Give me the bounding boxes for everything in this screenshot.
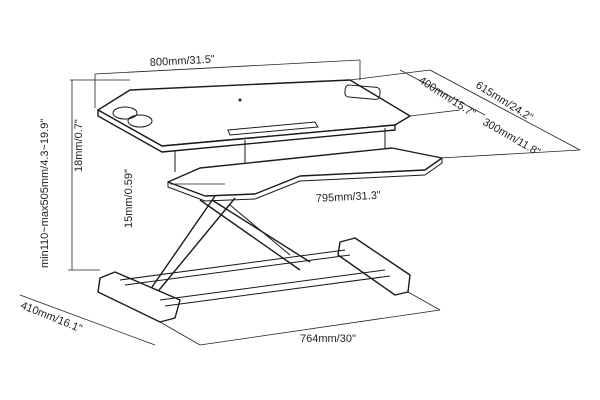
label-top-thickness: 18mm/0.7"	[73, 119, 85, 172]
label-top-width: 800mm/31.5"	[150, 54, 216, 69]
label-base-depth: 410mm/16.1"	[19, 300, 84, 336]
label-tray-thickness: 15mm/0.59"	[123, 169, 135, 228]
base	[97, 237, 411, 323]
label-height-range: min110~max505mm/4.3~19.9"	[39, 119, 51, 268]
label-tray-depth: 300mm/11.8"	[481, 116, 543, 159]
label-total-depth: 615mm/24.2"	[473, 79, 535, 124]
label-top-depth: 400mm/15.7"	[416, 74, 477, 120]
dimension-lines	[19, 59, 581, 346]
scissor-lift	[149, 195, 311, 296]
keyboard-tray	[167, 147, 443, 202]
label-tray-width: 795mm/31.3"	[316, 190, 382, 205]
label-base-width: 764mm/30"	[300, 333, 356, 345]
